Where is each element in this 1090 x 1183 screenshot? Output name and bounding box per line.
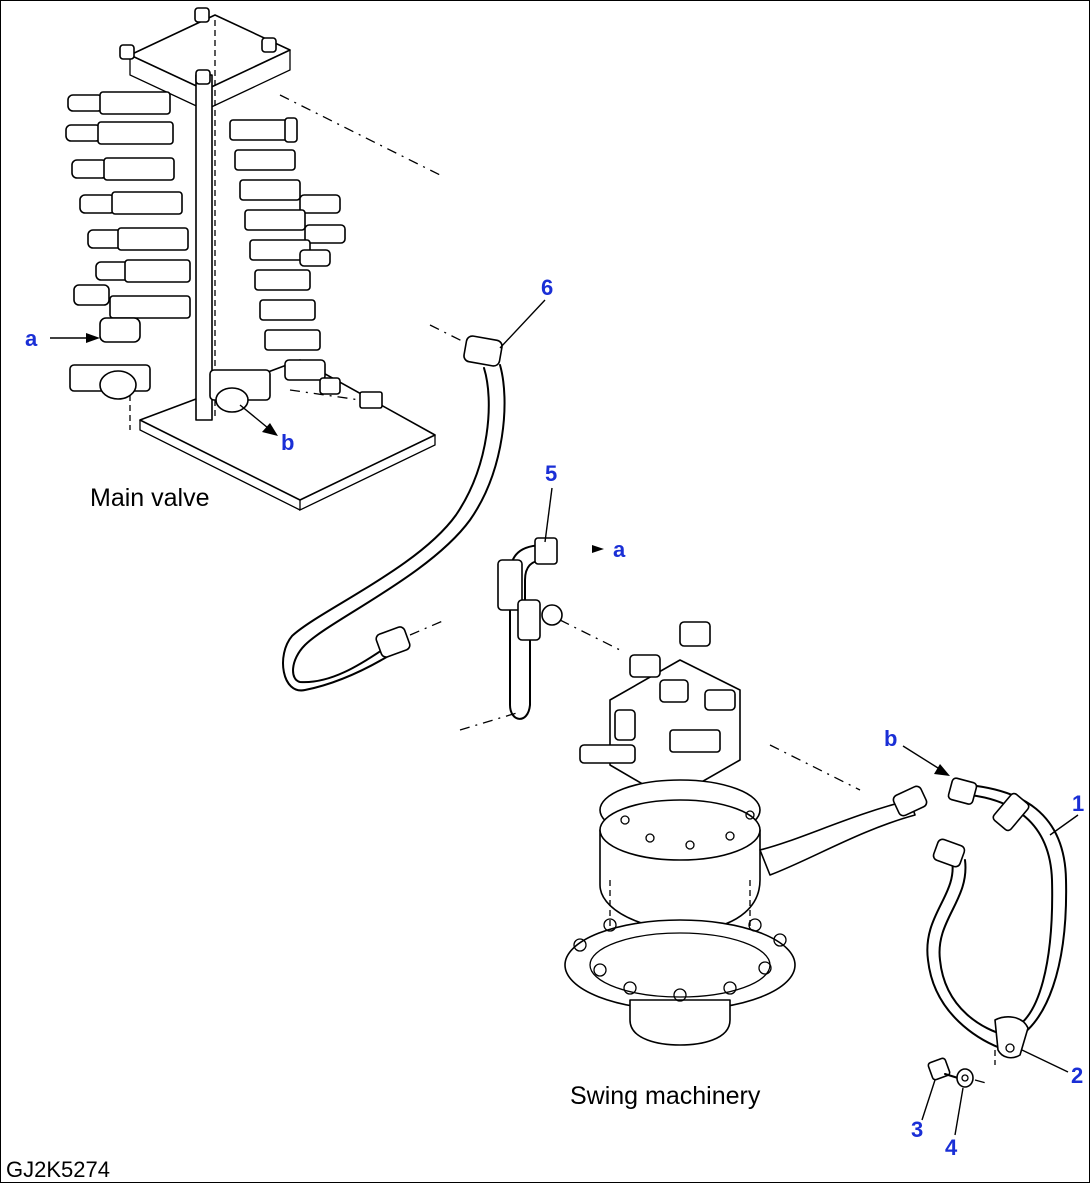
leader-lines [50, 299, 1079, 1136]
drawing-id: GJ2K5274 [6, 1157, 110, 1182]
callout-1: 1 [1072, 791, 1084, 816]
callout-5: 5 [545, 461, 557, 486]
bolt-3 [927, 1057, 959, 1081]
main-valve-tie-rod [195, 74, 213, 421]
callout-4: 4 [945, 1135, 958, 1160]
clamp-2 [994, 1016, 1029, 1065]
swing-machinery-assembly [564, 621, 928, 1046]
main-valve-assembly [65, 7, 471, 512]
callout-a-hose-5: a [613, 537, 626, 562]
swing-machinery-pinion [629, 999, 731, 1046]
swing-machinery-arm [759, 799, 916, 876]
callout-6: 6 [541, 275, 553, 300]
callout-a-main-valve: a [25, 326, 38, 351]
callout-2: 2 [1071, 1063, 1083, 1088]
hose-1-fitting [947, 777, 978, 805]
main-valve-right-spools [209, 117, 383, 413]
hose-5-fitting-top [534, 537, 558, 565]
main-valve-left-spools [65, 91, 191, 430]
hose-5 [459, 537, 621, 731]
hose-6 [282, 335, 506, 692]
callout-b-main-valve: b [281, 430, 294, 455]
hose-1 [947, 777, 1068, 1043]
hose-5-fitting-elbow [541, 604, 563, 626]
hose-6-fitting-bottom [375, 626, 411, 658]
hose-5-sleeve [497, 559, 523, 611]
hose-6-fitting-top [463, 335, 503, 367]
hose-swing-return [926, 838, 1006, 1049]
main-valve-label: Main valve [90, 484, 210, 512]
washer-4 [956, 1068, 991, 1088]
callout-3: 3 [911, 1117, 923, 1142]
swing-machinery-label: Swing machinery [570, 1082, 761, 1110]
callout-b-swing: b [884, 726, 897, 751]
